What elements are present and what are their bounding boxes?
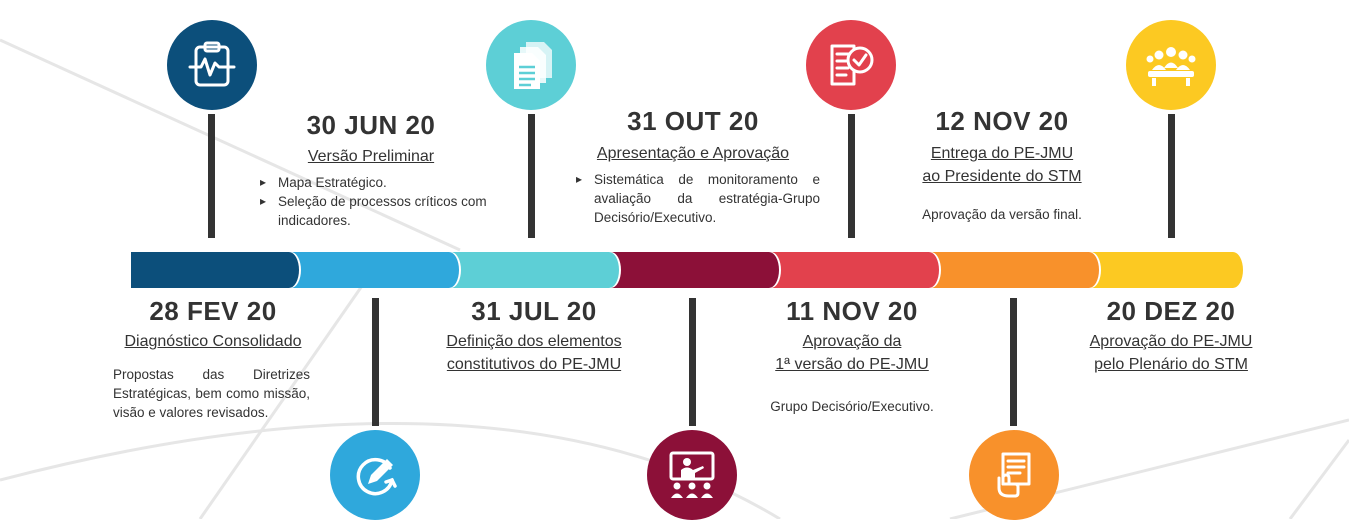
bullet-item: Seleção de processos críticos com indica… [258,192,498,230]
stem [528,114,535,238]
timeline-segment-6 [931,252,1107,288]
presentation-icon [647,430,737,520]
milestone-subtitle: Apresentação e Aprovação [596,145,790,162]
milestone-bullets: Sistemática de monitoramento e avaliação… [574,170,820,227]
edit-refresh-icon [330,430,420,520]
timeline-segment-3 [451,252,627,288]
milestone-subtitle-line1: Definição dos elementos [446,333,622,350]
timeline-segment-5 [771,252,947,288]
signed-document-icon [969,430,1059,520]
milestone-description: Propostas das Diretrizes Estratégicas, b… [113,367,310,420]
meeting-icon [1126,20,1216,110]
timeline-segment-4 [611,252,787,288]
milestone-date: 31 JUL 20 [471,296,597,326]
stem [848,114,855,238]
milestone-subtitle-line1: Aprovação da [802,333,902,350]
stem [1168,114,1175,238]
clipboard-pulse-icon [167,20,257,110]
milestone-subtitle-line2: 1ª versão do PE-JMU [775,356,929,373]
milestone-subtitle-line1: Entrega do PE-JMU [930,145,1074,162]
stem [372,298,379,426]
timeline-segment-1 [131,252,307,288]
milestone-subtitle-line1: Aprovação do PE-JMU [1089,333,1253,350]
milestone-subtitle: Versão Preliminar [307,148,435,165]
bullet-item: Mapa Estratégico. [258,173,498,192]
milestone-date: 11 NOV 20 [786,296,918,326]
bullet-item: Sistemática de monitoramento e avaliação… [574,170,820,227]
stem [1010,298,1017,426]
milestone-subtitle-line2: ao Presidente do STM [922,168,1082,185]
milestone-bullets: Mapa Estratégico. Seleção de processos c… [258,173,498,230]
documents-icon [486,20,576,110]
milestone-description: Aprovação da versão final. [922,207,1082,222]
milestone-subtitle-line2: pelo Plenário do STM [1094,356,1248,373]
milestone-date: 12 NOV 20 [935,106,1069,136]
milestone-date: 31 OUT 20 [627,106,759,136]
stem [208,114,215,238]
milestone-subtitle: Diagnóstico Consolidado [124,333,302,350]
milestone-date: 28 FEV 20 [149,296,277,326]
stem [689,298,696,426]
milestone-date: 30 JUN 20 [306,110,436,140]
milestone-subtitle-line2: constitutivos do PE-JMU [446,356,622,373]
timeline-segment-2 [291,252,467,288]
milestone-description: Grupo Decisório/Executivo. [770,399,934,414]
milestone-date: 20 DEZ 20 [1106,296,1236,326]
checklist-approval-icon [806,20,896,110]
timeline-segment-7 [1091,252,1251,288]
